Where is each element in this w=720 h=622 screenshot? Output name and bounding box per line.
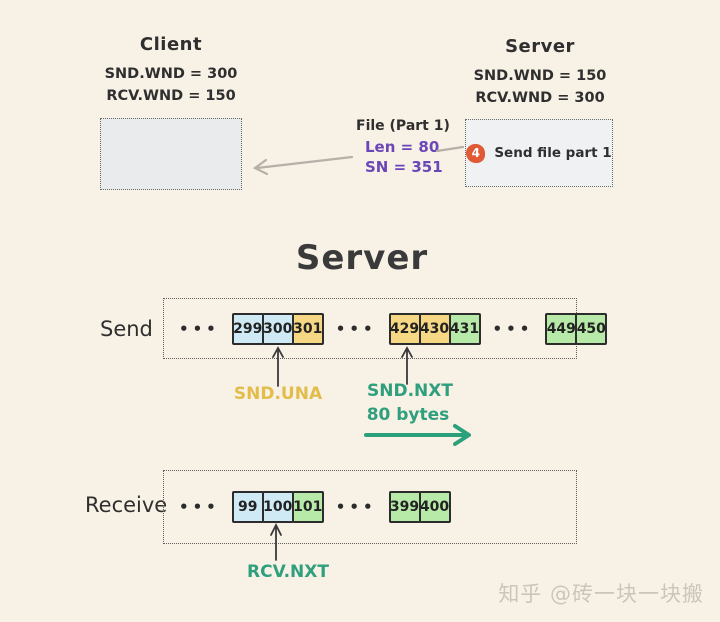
snd-nxt-label: SND.NXT: [367, 381, 453, 401]
transfer-arrow-left-segment: [255, 155, 354, 170]
server-rcv-wnd: RCV.WND = 300: [475, 90, 605, 107]
ellipsis: •••: [335, 319, 377, 338]
seq-cell-399: 399: [388, 491, 421, 523]
server-snd-wnd: SND.WND = 150: [473, 68, 607, 84]
step-number-badge: 4: [466, 143, 486, 163]
watermark: 知乎 @砖一块一块搬: [498, 582, 704, 606]
server-title: Server: [505, 36, 575, 57]
seq-cell-300: 300: [261, 312, 294, 345]
receive-label: Receive: [85, 493, 168, 517]
section-title: Server: [295, 238, 429, 278]
file-packet-label: File (Part 1) Len = 80 SN = 351: [356, 118, 450, 178]
server-panel: Server SND.WND = 150 RCV.WND = 300: [464, 36, 616, 110]
seq-cell-449: 449: [545, 312, 578, 345]
bytes-label: 80 bytes: [366, 405, 450, 425]
ellipsis: •••: [492, 319, 534, 338]
bytes-advance-arrow: [364, 424, 471, 446]
seq-cell-450: 450: [575, 312, 608, 345]
rcv-nxt-label: RCV.NXT: [247, 562, 329, 582]
client-snd-wnd: SND.WND = 300: [104, 66, 238, 82]
seq-cell-101: 101: [291, 491, 324, 523]
client-title: Client: [139, 34, 203, 55]
file-packet-len: Len = 80: [365, 138, 440, 156]
file-packet-sn: SN = 351: [365, 158, 443, 177]
file-packet-title: File (Part 1): [356, 118, 450, 134]
transfer-arrowhead: [252, 158, 269, 176]
seq-cell-301: 301: [291, 312, 324, 345]
seq-cell-400: 400: [418, 491, 451, 523]
seq-cell-431: 431: [448, 312, 481, 345]
ellipsis: •••: [179, 319, 220, 338]
client-buffer-box: [100, 118, 242, 190]
client-rcv-wnd: RCV.WND = 150: [106, 88, 236, 105]
server-buffer-box: 4 Send file part 1: [465, 119, 613, 187]
client-panel: Client SND.WND = 300 RCV.WND = 150: [96, 34, 246, 108]
seq-cell-99: 99: [231, 491, 264, 523]
seq-cell-100: 100: [261, 491, 294, 523]
step-text: Send file part 1: [494, 145, 612, 161]
snd-una-label: SND.UNA: [233, 384, 323, 404]
send-label: Send: [100, 317, 153, 341]
ellipsis: •••: [335, 498, 377, 516]
seq-cell-429: 429: [388, 312, 421, 345]
seq-cell-299: 299: [231, 312, 264, 345]
seq-cell-430: 430: [418, 312, 451, 345]
ellipsis: •••: [179, 498, 220, 516]
